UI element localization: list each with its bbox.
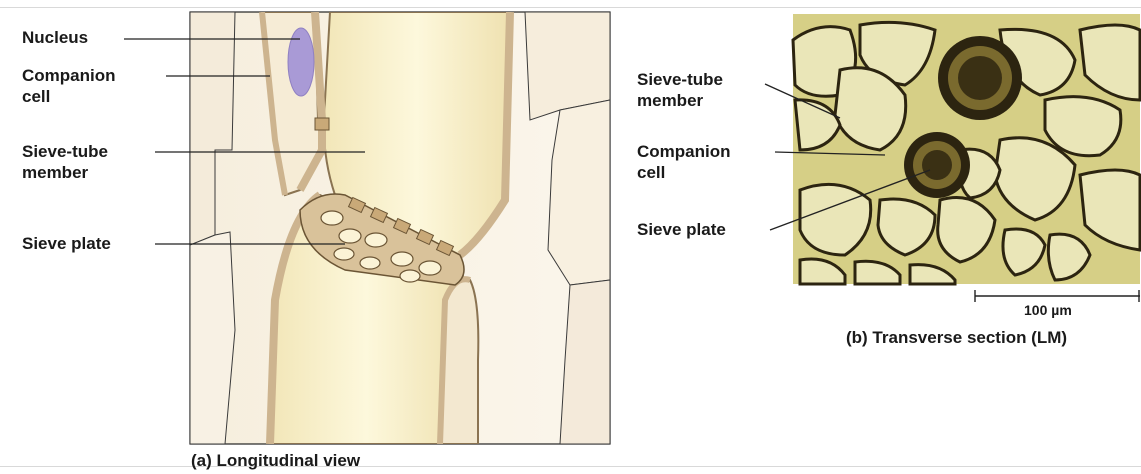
right-middle-cell bbox=[548, 100, 610, 285]
label-b-sieve-tube-line2: member bbox=[637, 91, 703, 111]
label-b-companion-cell-line2: cell bbox=[637, 163, 665, 183]
label-companion-cell-line1: Companion bbox=[22, 66, 116, 86]
nucleus-shape bbox=[288, 28, 314, 96]
label-b-companion-cell-line1: Companion bbox=[637, 142, 731, 162]
label-b-sieve-plate: Sieve plate bbox=[637, 220, 726, 240]
label-companion-cell-line2: cell bbox=[22, 87, 50, 107]
caption-transverse: (b) Transverse section (LM) bbox=[846, 328, 1067, 348]
micrograph bbox=[793, 14, 1140, 284]
scale-bar bbox=[975, 290, 1140, 302]
label-sieve-tube-line2: member bbox=[22, 163, 88, 183]
label-sieve-plate: Sieve plate bbox=[22, 234, 111, 254]
label-b-sieve-tube-line1: Sieve-tube bbox=[637, 70, 723, 90]
caption-longitudinal: (a) Longitudinal view bbox=[191, 451, 360, 471]
label-nucleus: Nucleus bbox=[22, 28, 88, 48]
label-sieve-tube-line1: Sieve-tube bbox=[22, 142, 108, 162]
scale-bar-label: 100 µm bbox=[1024, 302, 1072, 318]
left-lower-cell bbox=[190, 232, 235, 444]
